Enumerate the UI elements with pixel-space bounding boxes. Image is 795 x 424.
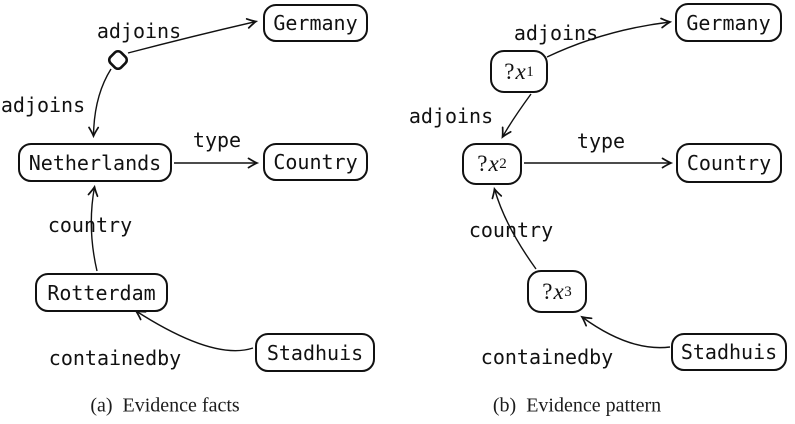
node-germany-a: Germany — [263, 4, 368, 42]
node-germany-b: Germany — [675, 3, 782, 42]
edge-x3-to-x2 — [491, 186, 537, 270]
edge-label-containedby-b: containedby — [480, 345, 614, 369]
blank-node-icon — [107, 49, 129, 71]
edge-label-adjoins-upper-b: adjoins — [513, 21, 599, 45]
caption-b: (b) Evidence pattern — [492, 394, 662, 417]
x1-question-mark: ? — [504, 58, 515, 84]
edge-label-adjoins-lower-a: adjoins — [0, 93, 86, 117]
x2-question-mark: ? — [477, 151, 488, 176]
x3-question-mark: ? — [542, 278, 553, 304]
edge-label-country-b: country — [468, 218, 554, 242]
edge-stadhuis-to-x3 — [580, 315, 671, 349]
node-stadhuis-a: Stadhuis — [255, 333, 375, 372]
edge-x1-to-germany — [546, 17, 673, 58]
edge-blank-to-netherlands — [88, 68, 112, 139]
edge-stadhuis-to-rotterdam — [134, 309, 254, 352]
edge-x1-to-x2 — [501, 93, 532, 139]
x3-variable: x — [553, 278, 564, 304]
node-country-b: Country — [676, 143, 782, 183]
edge-label-containedby-a: containedby — [48, 346, 182, 370]
node-country-a: Country — [263, 143, 368, 181]
edge-blank-to-germany — [127, 18, 259, 54]
edge-label-adjoins-upper-a: adjoins — [96, 19, 182, 43]
x2-variable: x — [488, 151, 499, 176]
edge-label-country-a: country — [47, 213, 133, 237]
edge-label-type-a: type — [192, 128, 242, 152]
edge-label-type-b: type — [576, 129, 626, 153]
node-netherlands: Netherlands — [18, 143, 172, 182]
edge-label-adjoins-lower-b: adjoins — [408, 104, 494, 128]
node-stadhuis-b: Stadhuis — [671, 333, 787, 371]
caption-a: (a) Evidence facts — [90, 394, 240, 417]
node-rotterdam: Rotterdam — [35, 273, 168, 312]
edge-rotterdam-to-netherlands — [87, 184, 99, 272]
x1-variable: x — [515, 58, 526, 84]
